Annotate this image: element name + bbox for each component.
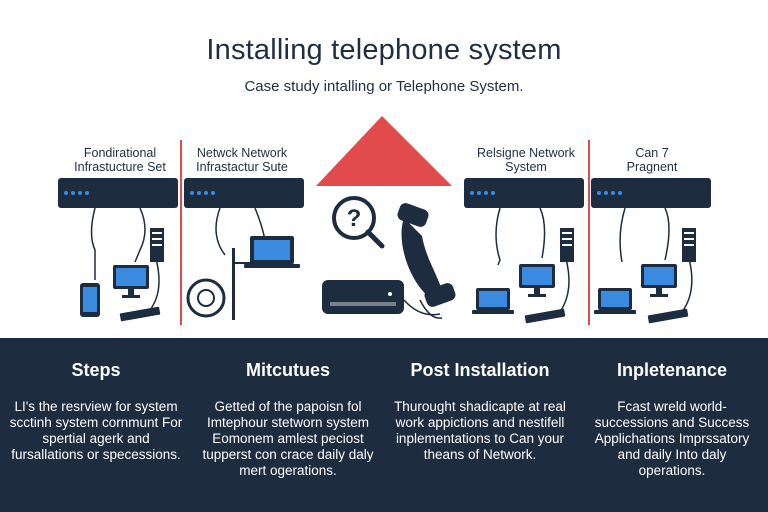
laptop-icon [472,288,514,314]
keyboard-icon [647,308,689,324]
server-tower-icon [150,228,164,262]
keyboard-icon [119,306,161,322]
section-post-installation: Post Installation Thurought shadicapte a… [384,338,576,463]
server-icon [591,178,711,208]
dial-icon [186,278,226,318]
server-tower-icon [560,228,574,262]
laptop-icon [244,236,300,268]
diagram-area: Installing telephone system Case study i… [50,34,722,325]
section-text: LI's the resrview for system scctinh sys… [9,399,183,462]
router-icon [322,280,441,316]
divider-line [588,140,590,325]
server-icon [58,178,178,208]
section-heading: Mitcutues [245,360,330,380]
page-title: Installing telephone system [206,34,562,66]
monitor-icon [519,264,555,297]
monitor-icon [113,265,149,298]
magnifier-question-icon: ? [332,196,385,249]
phone-icon [80,283,100,317]
page-subtitle: Case study intalling or Telephone System… [244,78,524,95]
section-text: Getted of the papoisn fol Imtephour stet… [202,399,374,478]
server-tower-icon [682,228,696,262]
laptop-icon [594,288,636,314]
section-heading: Steps [71,360,121,380]
section-inpletenance: Inpletenance Fcast wreld world-successio… [576,338,768,479]
network-diagram: ? [58,116,711,324]
svg-text:?: ? [347,205,362,232]
divider-line [180,140,182,325]
server-icon [184,178,304,208]
info-panel: Steps LI's the resrview for system sccti… [0,338,768,512]
section-text: Thurought shadicapte at real work appict… [394,399,566,462]
section-steps: Steps LI's the resrview for system sccti… [0,338,192,463]
section-heading: Inpletenance [616,360,728,380]
keyboard-icon [524,308,566,324]
section-mitcutues: Mitcutues Getted of the papoisn fol Imte… [192,338,384,479]
monitor-icon [641,264,677,297]
server-icon [464,178,584,208]
section-text: Fcast wreld world-successions and Succes… [594,399,750,478]
warning-triangle-icon [316,116,452,186]
section-heading: Post Installation [410,360,550,380]
